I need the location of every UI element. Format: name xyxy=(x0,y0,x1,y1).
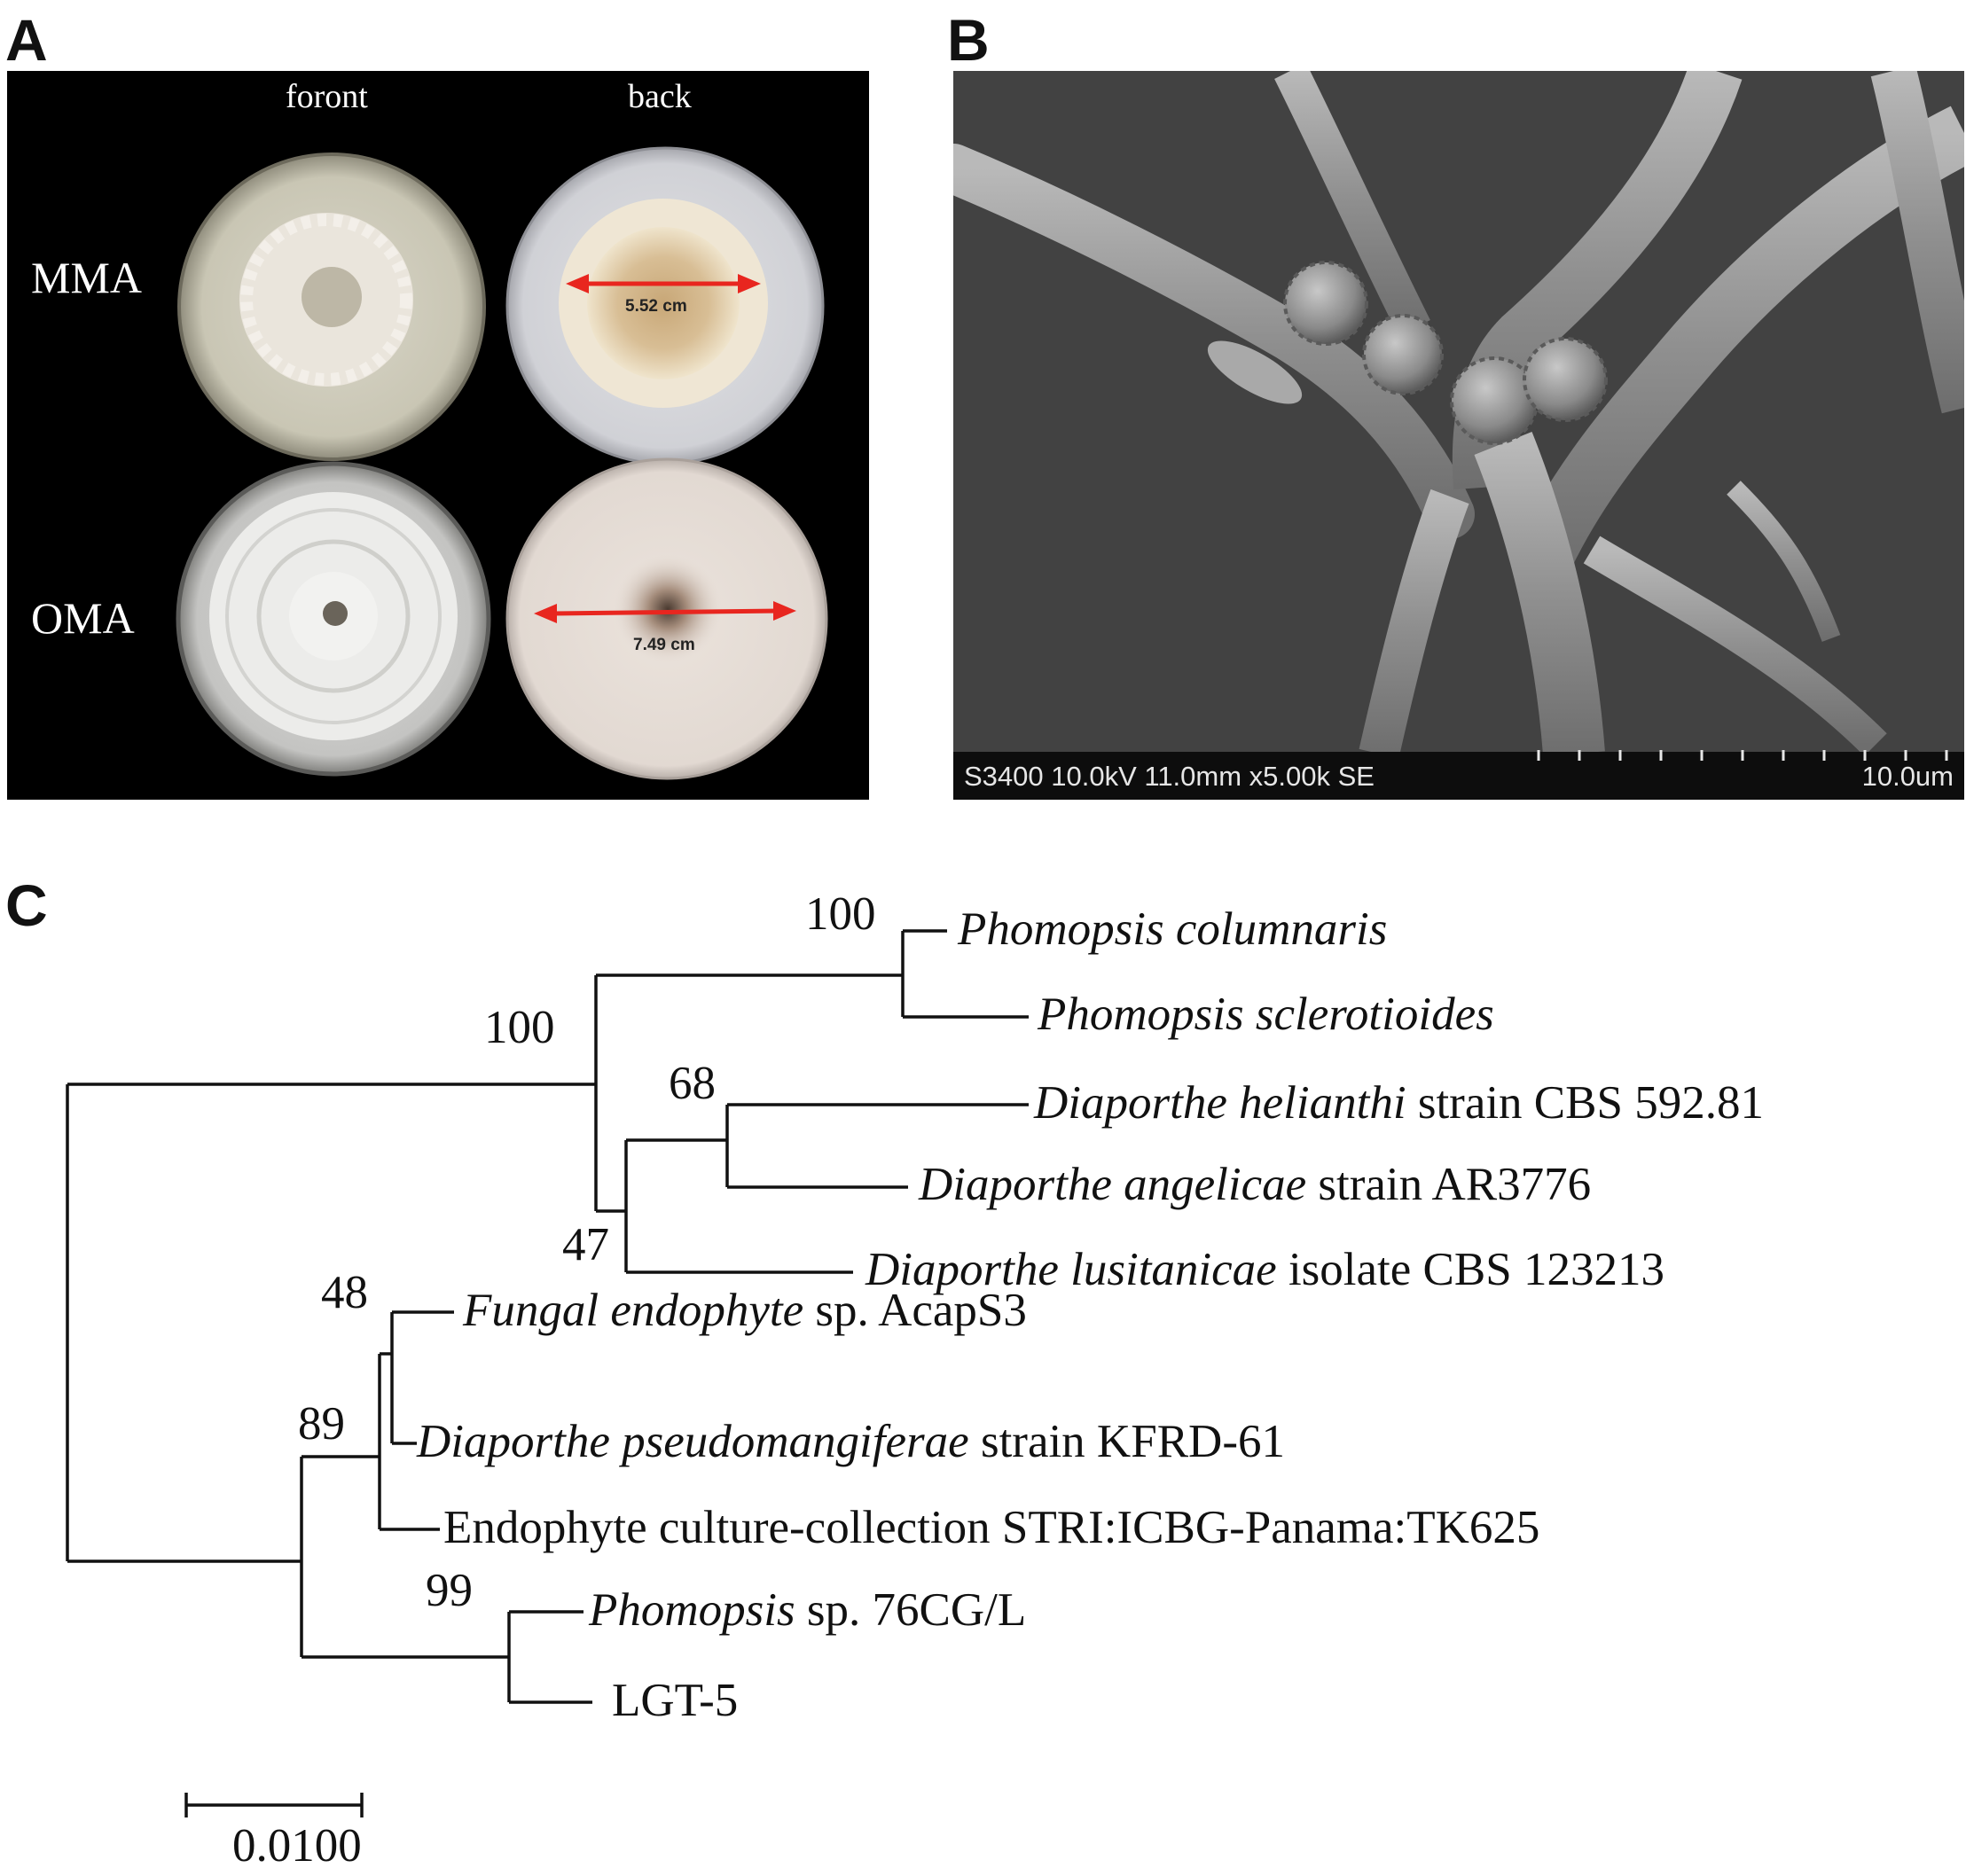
oma-front-dish xyxy=(176,461,491,777)
bootstrap-helianthi-angelicae: 68 xyxy=(669,1058,716,1109)
column-label-front: foront xyxy=(286,78,368,115)
mma-front-dish xyxy=(177,152,486,461)
sem-info-bar: S3400 10.0kV 11.0mm x5.00k SE 10.0um xyxy=(953,750,1964,800)
culture-plates-drawing xyxy=(176,146,828,780)
taxon-phomopsis-sclerotioides: Phomopsis sclerotioides xyxy=(1038,991,1494,1038)
oma-back-dish xyxy=(505,457,828,780)
bootstrap-phomopsis-clade: 100 xyxy=(805,888,876,940)
bootstrap-diaporthe-group: 47 xyxy=(562,1219,609,1270)
row-label-oma: OMA xyxy=(31,593,135,643)
scale-bar-label: 0.0100 xyxy=(232,1820,362,1872)
panel-letter-b: B xyxy=(947,7,990,73)
taxon-detail: strain AR3776 xyxy=(1306,1159,1592,1210)
bootstrap-phomopsis-lgt: 99 xyxy=(426,1565,473,1616)
taxon-diaporthe-lusitanicae: Diaporthe lusitanicae isolate CBS 123213 xyxy=(866,1247,1664,1294)
column-label-back: back xyxy=(628,78,692,115)
taxon-name: Diaporthe pseudomangiferae xyxy=(417,1416,969,1467)
taxon-name: Phomopsis sclerotioides xyxy=(1038,989,1494,1040)
taxon-diaporthe-pseudomangiferae: Diaporthe pseudomangiferae strain KFRD-6… xyxy=(417,1419,1285,1466)
taxon-detail: isolate CBS 123213 xyxy=(1276,1244,1664,1295)
mma-measure-arrow xyxy=(566,274,761,293)
taxon-name: Phomopsis xyxy=(589,1584,795,1636)
panel-a-culture-plates: foront back MMA OMA 5.52 cm 7.49 cm xyxy=(7,71,869,800)
taxon-detail: strain KFRD-61 xyxy=(968,1416,1285,1467)
taxon-name: Diaporthe angelicae xyxy=(919,1159,1307,1210)
taxon-phomopsis-76cg: Phomopsis sp. 76CG/L xyxy=(589,1587,1026,1634)
panel-c-phylogenetic-tree: 100 100 68 47 48 89 99 Phomopsis columna… xyxy=(0,851,1966,1876)
taxon-phomopsis-columnaris: Phomopsis columnaris xyxy=(958,906,1387,953)
panel-b-sem-micrograph: S3400 10.0kV 11.0mm x5.00k SE 10.0um xyxy=(953,71,1964,800)
bootstrap-phomopsis-diaporthe: 100 xyxy=(484,1002,555,1053)
oma-measure-arrow xyxy=(534,601,796,623)
taxon-endophyte-culture-collection: Endophyte culture-collection STRI:ICBG-P… xyxy=(443,1505,1539,1552)
tree-branches xyxy=(66,929,1029,1817)
taxon-detail: Endophyte culture-collection STRI:ICBG-P… xyxy=(443,1502,1540,1553)
sem-info-text: S3400 10.0kV 11.0mm x5.00k SE xyxy=(964,761,1375,792)
panel-letter-c: C xyxy=(5,872,48,938)
taxon-name: Phomopsis columnaris xyxy=(958,903,1388,955)
taxon-diaporthe-helianthi: Diaporthe helianthi strain CBS 592.81 xyxy=(1034,1080,1764,1127)
row-label-mma: MMA xyxy=(31,253,143,302)
taxon-fungal-endophyte: Fungal endophyte sp. AcapS3 xyxy=(463,1287,1027,1334)
bootstrap-fungal-pseudomangiferae: 48 xyxy=(321,1267,368,1318)
taxon-detail: strain CBS 592.81 xyxy=(1406,1077,1764,1129)
taxon-name: Diaporthe lusitanicae xyxy=(866,1244,1277,1295)
taxon-detail: sp. 76CG/L xyxy=(795,1584,1027,1636)
taxon-detail: sp. AcapS3 xyxy=(803,1285,1027,1336)
taxon-detail: LGT-5 xyxy=(612,1675,739,1726)
oma-measurement: 7.49 cm xyxy=(633,636,695,654)
sem-image-drawing xyxy=(953,71,1964,800)
taxon-name: Diaporthe helianthi xyxy=(1034,1077,1406,1129)
taxon-lgt-5: LGT-5 xyxy=(612,1677,738,1724)
panel-letter-a: A xyxy=(5,7,48,73)
taxon-name: Fungal endophyte xyxy=(463,1285,804,1336)
bootstrap-endophyte-group: 89 xyxy=(298,1398,345,1450)
taxon-diaporthe-angelicae: Diaporthe angelicae strain AR3776 xyxy=(919,1161,1591,1208)
mma-measurement: 5.52 cm xyxy=(625,297,687,316)
sem-scale-text: 10.0um xyxy=(1861,761,1954,792)
sem-scale-ticks xyxy=(1537,750,1948,761)
